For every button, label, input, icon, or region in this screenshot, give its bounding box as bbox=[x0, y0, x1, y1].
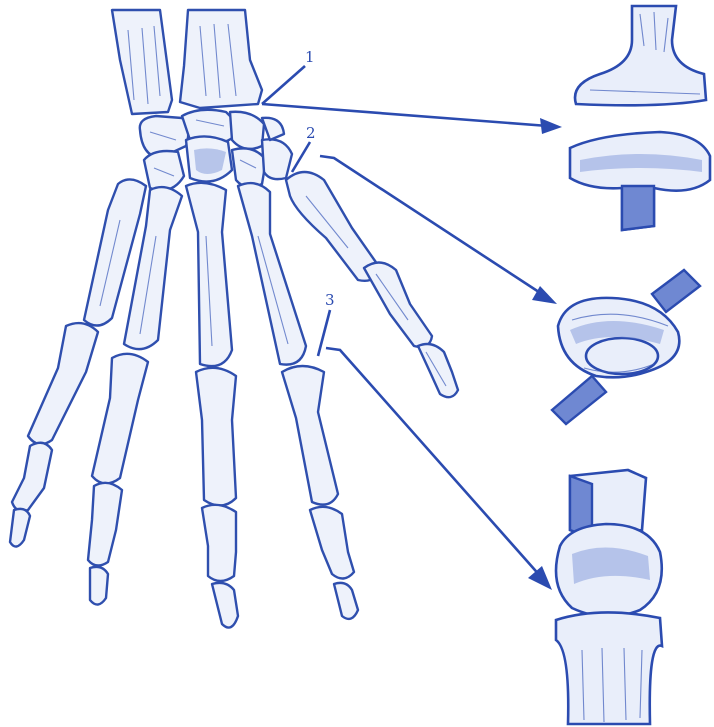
arrow-1-head bbox=[540, 118, 562, 134]
label-3: 3 bbox=[325, 291, 335, 309]
hinge-joint-model-icon bbox=[556, 470, 662, 724]
leader-1 bbox=[262, 66, 305, 104]
ulna-bone bbox=[112, 10, 172, 114]
leader-2 bbox=[292, 142, 310, 172]
hand-skeleton bbox=[10, 10, 458, 628]
ring-finger-phalanges bbox=[88, 354, 148, 605]
arrow-1-shaft bbox=[262, 104, 548, 126]
arrow-3-head bbox=[528, 566, 552, 590]
label-2: 2 bbox=[306, 124, 316, 142]
plane-joint-model-icon bbox=[570, 6, 710, 230]
index-finger-phalanges bbox=[282, 366, 358, 619]
label-1: 1 bbox=[305, 48, 315, 66]
radius-bone bbox=[180, 10, 262, 108]
thumb-phalanges bbox=[364, 262, 458, 397]
label-1-group: 1 bbox=[262, 48, 562, 134]
label-3-group: 3 bbox=[318, 291, 552, 590]
metacarpal-bones bbox=[84, 172, 380, 366]
middle-finger-phalanges bbox=[196, 368, 238, 628]
carpal-bones bbox=[140, 110, 292, 191]
little-finger-phalanges bbox=[10, 323, 98, 546]
saddle-joint-model-icon bbox=[552, 270, 700, 424]
